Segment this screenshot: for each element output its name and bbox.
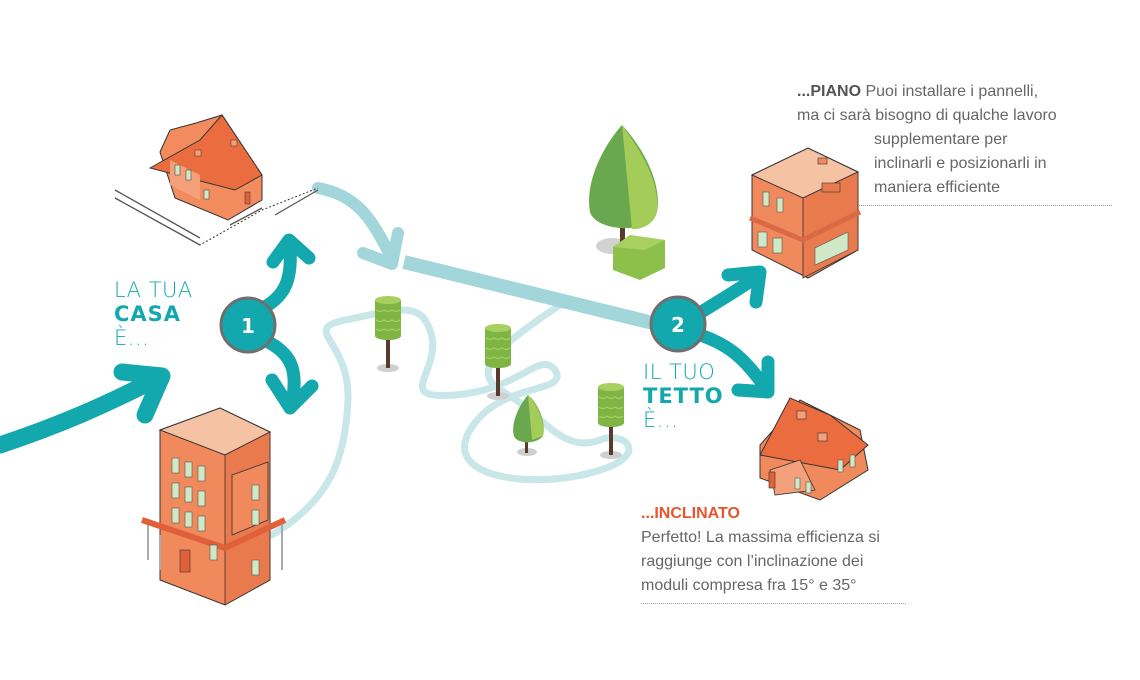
step1-arrow-up: [258, 241, 297, 314]
pitched-roof-divider: [641, 603, 906, 604]
step2-label-line3: È...: [643, 408, 679, 432]
entry-arrow: [0, 373, 159, 454]
flat-roof-heading: ...PIANO: [797, 83, 862, 100]
flat-roof-line2: ma ci sarà bisogno di qualche lavoro: [797, 107, 1057, 124]
step1-label-line3: È...: [114, 326, 150, 350]
entry-arrowhead: [113, 363, 171, 424]
tree-icon: [597, 382, 625, 460]
path-to-step2: [312, 182, 396, 261]
step1-badge: 1: [219, 296, 277, 354]
detached-house-with-fence-icon: [114, 114, 319, 246]
path-arrowhead: [357, 227, 404, 270]
pitched-roof-heading: ...INCLINATO: [641, 505, 740, 522]
flat-roof-line1: Puoi installare i pannelli,: [865, 83, 1039, 100]
pitched-roof-line3: moduli compresa fra 15° e 35°: [641, 577, 857, 594]
tree-icon: [513, 395, 544, 456]
flat-roof-line5: maniera efficiente: [874, 179, 1000, 196]
pitched-roof-line2: raggiunge con l’inclinazione dei: [641, 553, 864, 570]
tree-icon: [589, 125, 658, 254]
flat-roof-line4: inclinarli e posizionarli in: [874, 155, 1047, 172]
step2-label-line2: TETTO: [643, 384, 724, 408]
apartment-building-icon: [141, 407, 287, 606]
step2-arrow-down: [693, 328, 769, 390]
path-segment: [402, 255, 667, 333]
pitched-roof-description: ...INCLINATO Perfetto! La massima effici…: [641, 502, 931, 598]
step2-label: IL TUO TETTO È...: [643, 360, 724, 432]
flat-roof-building-icon: [749, 147, 862, 279]
step1-label-line2: CASA: [114, 302, 182, 326]
flat-roof-line3: supplementare per: [874, 131, 1008, 148]
step1-arrowhead-up: [266, 233, 316, 269]
step1-arrowhead-down: [265, 373, 319, 415]
flat-roof-description: ...PIANO Puoi installare i pannelli, ma …: [797, 80, 1117, 200]
hedge-icon: [613, 235, 665, 280]
step2-badge: 2: [649, 295, 707, 353]
step2-arrowhead-up: [721, 265, 767, 309]
step2-arrowhead-down: [731, 355, 775, 399]
step2-number: 2: [671, 313, 685, 337]
step2-label-line1: IL TUO: [643, 360, 716, 384]
step1-label: LA TUA CASA È...: [114, 278, 193, 350]
step1-label-line1: LA TUA: [114, 278, 193, 302]
step1-arrow-down: [263, 336, 301, 409]
flat-roof-divider: [858, 205, 1112, 206]
step1-number: 1: [241, 314, 255, 338]
pitched-roof-line1: Perfetto! La massima efficienza si: [641, 529, 880, 546]
pitched-roof-house-icon: [759, 397, 869, 501]
tree-icon: [374, 295, 402, 373]
winding-path: [268, 301, 633, 539]
step2-arrow-up: [693, 273, 759, 320]
